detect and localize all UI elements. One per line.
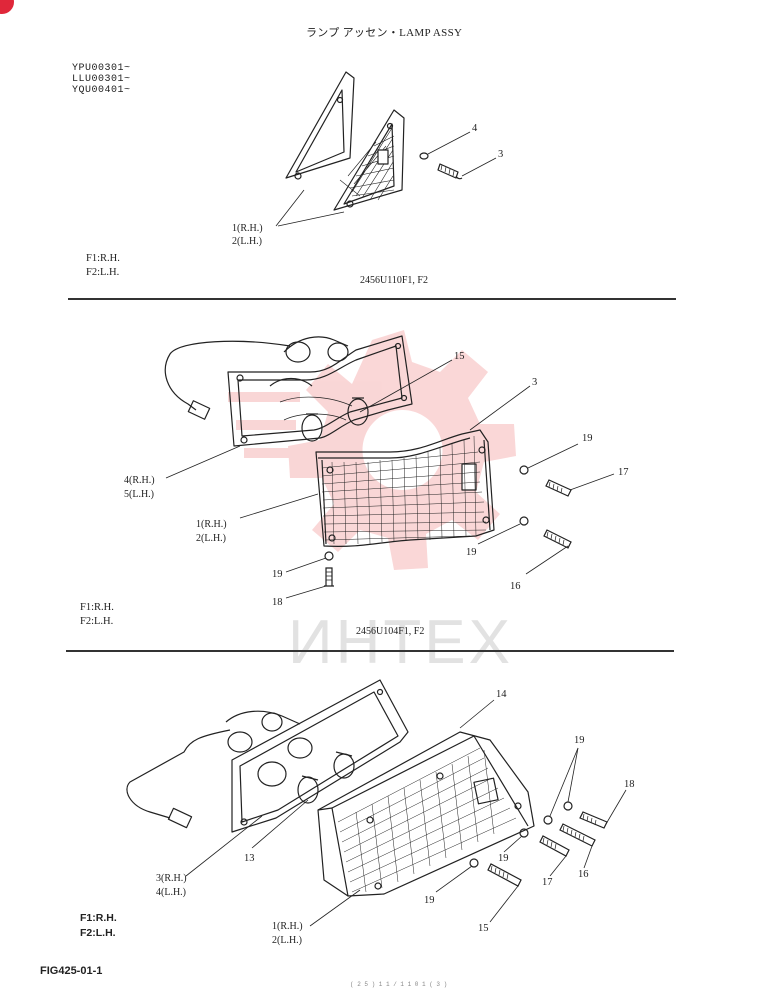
washer-19c [519, 828, 529, 838]
leader-1b [239, 493, 319, 519]
lamp-lens-1 [317, 731, 535, 897]
washer-19a [519, 465, 529, 475]
callout-19: 19 [272, 569, 283, 580]
section-divider-2 [66, 650, 674, 652]
leader-19b [477, 523, 521, 545]
leader-16 [583, 845, 593, 869]
leader-15 [489, 885, 519, 923]
leader-16 [525, 545, 569, 575]
leader-19a [527, 443, 579, 469]
callout-16: 16 [510, 581, 521, 592]
callout-18: 18 [272, 597, 283, 608]
leader-19-top-a [549, 747, 579, 817]
section2-code: 2456U104F1, F2 [356, 626, 425, 637]
wire-harness [126, 729, 231, 819]
leader-3c [185, 815, 263, 877]
leader-19-low [435, 865, 473, 893]
callout-19: 19 [424, 895, 435, 906]
screw-16 [559, 823, 596, 847]
washer-19c [324, 551, 334, 561]
washer-19d [469, 858, 479, 868]
leader-3b [469, 385, 531, 431]
figure-number: FIG425-01-1 [40, 965, 103, 977]
variant-f1: F1:R.H. [80, 602, 114, 613]
washer-19b [563, 801, 573, 811]
callout-15: 15 [478, 923, 489, 934]
callout-15: 15 [454, 351, 465, 362]
callout-2-lh: 2(L.H.) [272, 935, 302, 946]
callout-3-rh: 3(R.H.) [156, 873, 187, 884]
page-title: ランプ アッセン・LAMP ASSY [306, 27, 463, 39]
callout-5-lh: 5(L.H.) [124, 489, 154, 500]
leader-17 [549, 855, 567, 877]
leader-19-top-b [567, 747, 579, 803]
callout-1-rh: 1(R.H.) [196, 519, 227, 530]
callout-4-lh: 4(L.H.) [156, 887, 186, 898]
leader-4 [427, 131, 471, 155]
leader-14 [459, 699, 495, 729]
connector [187, 400, 211, 420]
variant-f1: F1:R.H. [86, 253, 120, 264]
callout-19: 19 [574, 735, 585, 746]
callout-1-rh: 1(R.H.) [272, 921, 303, 932]
lamp-housing-4 [227, 335, 413, 447]
variant-f1: F1:R.H. [80, 912, 117, 924]
section-divider-1 [68, 298, 676, 300]
footer-code: ( 2 5 ) 1 1 / 1 1 0 1 ( 3 ) [350, 981, 448, 988]
leader-18 [285, 585, 327, 599]
callout-16: 16 [578, 869, 589, 880]
washer-4 [419, 152, 429, 160]
lamp-housing-3 [231, 679, 409, 833]
washer-19a [543, 815, 553, 825]
screw-16 [543, 529, 572, 549]
callout-2-lh: 2(L.H.) [232, 236, 262, 247]
serial-range-3: YQU00401~ [72, 85, 131, 96]
leader-15 [359, 359, 453, 413]
leader-19c [285, 557, 327, 573]
serial-range-1: YPU00301~ [72, 63, 131, 74]
leader-13 [251, 799, 309, 849]
screw-3 [437, 163, 463, 180]
watermark-text: ИНТЕХ [288, 608, 513, 677]
washer-19b [519, 516, 529, 526]
leader-1c [309, 889, 361, 927]
callout-19: 19 [582, 433, 593, 444]
variant-f2: F2:L.H. [80, 927, 116, 939]
lamp-lens-1 [315, 429, 495, 547]
wire-harness [164, 340, 291, 411]
variant-f2: F2:L.H. [80, 616, 114, 627]
leader-1b [277, 211, 345, 227]
connector [167, 807, 193, 829]
leader-18 [605, 789, 627, 825]
callout-19: 19 [498, 853, 509, 864]
callout-17: 17 [542, 877, 553, 888]
callout-3: 3 [532, 377, 538, 388]
callout-19: 19 [466, 547, 477, 558]
callout-3: 3 [498, 149, 504, 160]
callout-17: 17 [618, 467, 629, 478]
callout-4-rh: 4(R.H.) [124, 475, 155, 486]
screw-15 [487, 863, 522, 887]
serial-range-2: LLU00301~ [72, 74, 131, 85]
variant-f2: F2:L.H. [86, 267, 120, 278]
callout-14: 14 [496, 689, 507, 700]
leader-4b [165, 445, 241, 479]
screw-17 [539, 835, 570, 857]
callout-4: 4 [472, 123, 478, 134]
section1-code: 2456U110F1, F2 [360, 275, 428, 286]
leader-1a [275, 189, 305, 227]
leader-3 [461, 157, 497, 177]
callout-1-rh: 1(R.H.) [232, 223, 263, 234]
reflector-lens [333, 109, 405, 211]
callout-13: 13 [244, 853, 255, 864]
leader-17 [569, 473, 615, 491]
callout-18: 18 [624, 779, 635, 790]
reflector-housing [285, 71, 355, 179]
callout-2-lh: 2(L.H.) [196, 533, 226, 544]
leader-19-mid [503, 835, 523, 853]
